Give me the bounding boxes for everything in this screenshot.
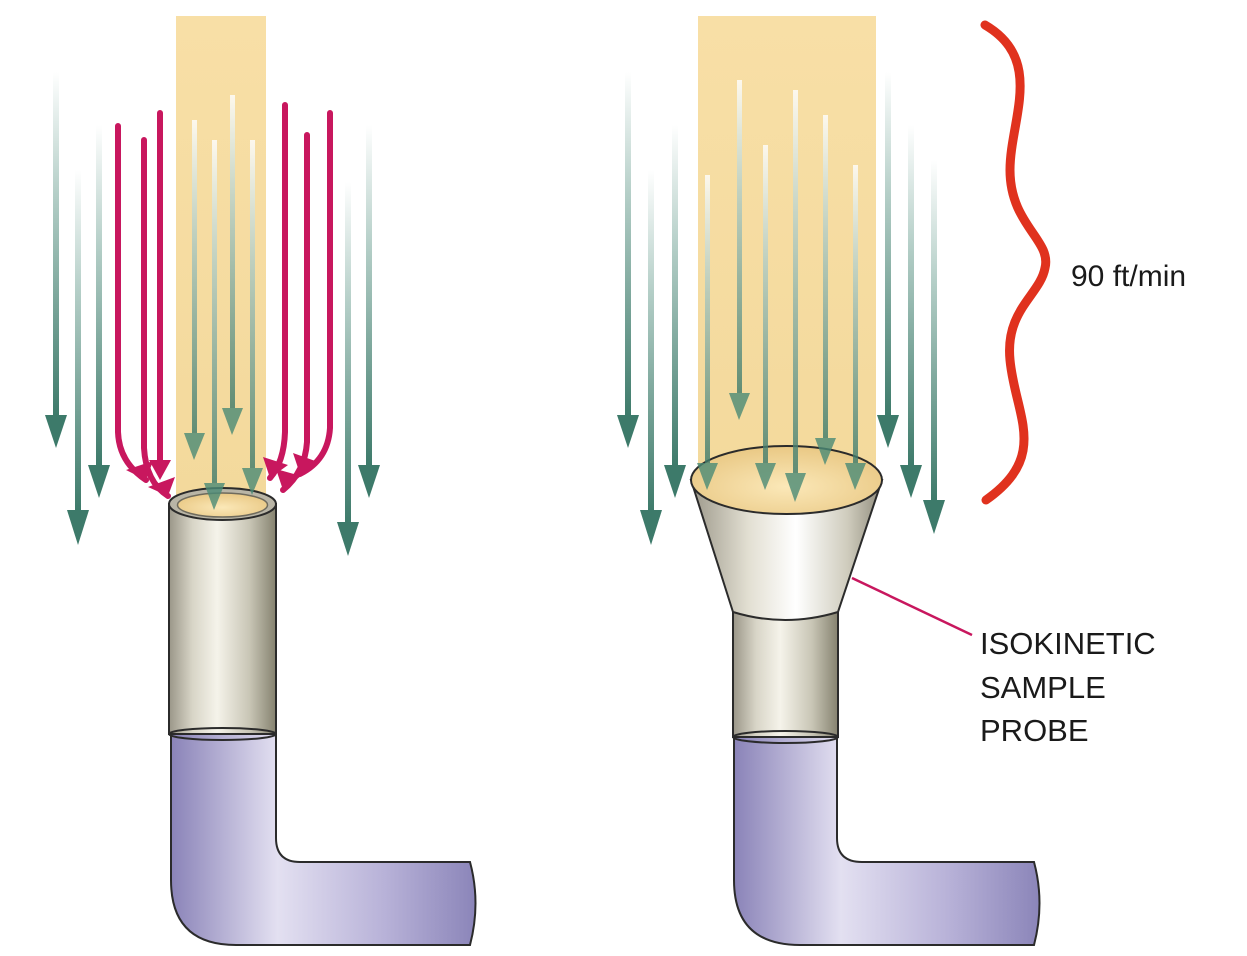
air-flow-arrows [45, 72, 380, 556]
isokinetic-funnel [689, 479, 884, 621]
probe-bottom-rim [732, 730, 839, 744]
elbow-tubing [733, 734, 1041, 946]
diverted-flow-arrowheads [126, 453, 318, 496]
probe-tube [168, 503, 277, 735]
probe-label-line-2: SAMPLE [980, 670, 1106, 705]
probe-bottom-rim [168, 727, 277, 741]
standard-probe-panel [45, 16, 477, 946]
probe-label: ISOKINETIC SAMPLE PROBE [980, 626, 1156, 748]
stream-flow-arrows [184, 95, 263, 510]
probe-tube [732, 611, 839, 738]
probe-label-line-3: PROBE [980, 713, 1089, 748]
probe-label-leader-line [851, 576, 973, 637]
isokinetic-probe-panel [617, 16, 1041, 946]
stream-flow-arrows [697, 80, 866, 502]
probe-label-line-1: ISOKINETIC [980, 626, 1156, 661]
elbow-tubing [170, 729, 477, 946]
sample-stream-column [698, 16, 876, 492]
speed-label: 90 ft/min [1071, 260, 1186, 293]
funnel-mouth [690, 445, 883, 515]
speed-brace [980, 20, 1051, 505]
probe-mouth-opening [176, 492, 269, 518]
air-flow-arrows [617, 72, 945, 545]
